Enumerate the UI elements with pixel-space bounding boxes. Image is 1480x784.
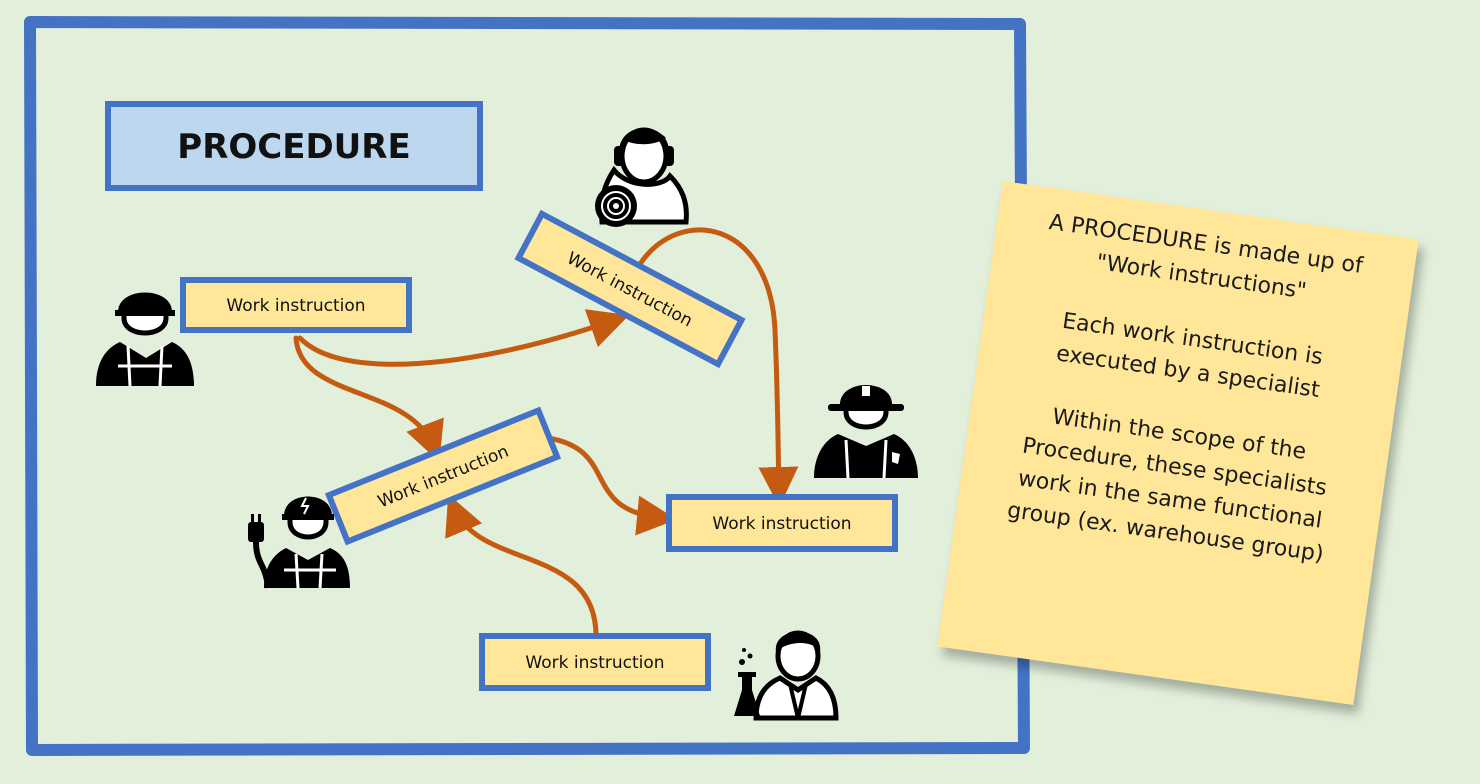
- work-instruction-box: Work instruction: [514, 209, 746, 369]
- electrician-icon: [248, 496, 350, 589]
- scientist-icon: [734, 630, 839, 721]
- work-instruction-box: Work instruction: [324, 406, 562, 546]
- dj-specialist-icon: [595, 127, 689, 227]
- procedure-title-box: PROCEDURE: [105, 101, 483, 191]
- work-instruction-label: Work instruction: [712, 514, 851, 534]
- sticky-note: A PROCEDURE is made up of "Work instruct…: [937, 181, 1419, 705]
- work-instruction-box: Work instruction: [479, 633, 711, 691]
- arrow-wi5-to-wi3: [445, 494, 599, 639]
- work-instruction-label: Work instruction: [226, 296, 365, 316]
- work-instruction-box: Work instruction: [666, 494, 898, 552]
- arrow-wi3-to-wi4: [545, 435, 677, 536]
- construction-worker-icon: [96, 292, 194, 387]
- arrow-wi2-to-wi4: [637, 227, 799, 507]
- firefighter-icon: [814, 385, 918, 479]
- arrow-wi1-to-wi3: [293, 335, 444, 463]
- work-instruction-label: Work instruction: [525, 653, 664, 673]
- work-instruction-box: Work instruction: [180, 277, 412, 333]
- flow-arrows: [293, 227, 799, 639]
- arrow-wi1-to-wi2: [297, 309, 630, 367]
- procedure-frame: [24, 16, 1030, 756]
- procedure-title: PROCEDURE: [177, 127, 410, 167]
